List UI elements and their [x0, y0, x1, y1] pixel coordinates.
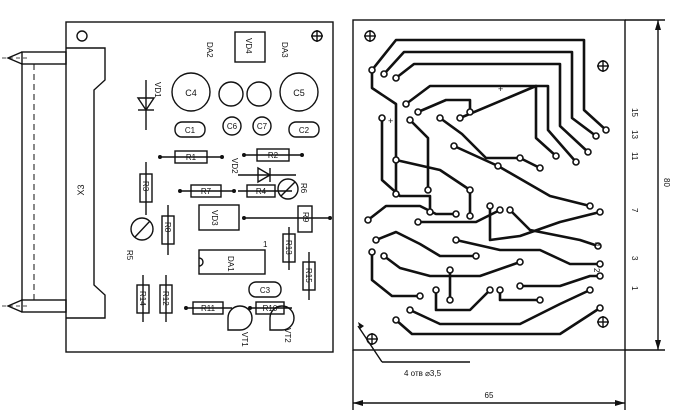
regulator-da2	[218, 81, 244, 107]
pin1-mark: 1	[263, 240, 268, 249]
resistor-r14: R14	[136, 275, 150, 322]
label-vt2: VT2	[283, 328, 292, 343]
pin-label: 3	[630, 256, 639, 261]
resistor-r12: R12	[159, 275, 173, 322]
label-c1: C1	[185, 126, 196, 135]
left-board-outline	[65, 21, 334, 353]
label-vt1: VT1	[240, 332, 249, 347]
dimension-width: 65	[352, 350, 626, 410]
connector-x3: X3	[2, 47, 106, 319]
trimmer-r5: R5	[125, 217, 154, 261]
label-c4: C4	[185, 88, 197, 98]
label-r2: R2	[268, 151, 279, 160]
capacitor-c5: C5	[279, 72, 319, 112]
resistor-r13: R13	[282, 227, 296, 270]
resistor-r9: R9	[244, 205, 330, 233]
label-r8: R8	[163, 222, 172, 233]
regulator-da3	[246, 81, 272, 107]
label-r5: R5	[125, 250, 134, 261]
mounting-hole	[311, 30, 323, 42]
mounting-hole	[366, 333, 378, 345]
resistor-r2: R2	[244, 148, 302, 162]
pin-label: 2	[592, 268, 601, 273]
label-c7: C7	[257, 122, 268, 131]
pin-label: 13	[630, 130, 639, 139]
pin-labels: 15 13 11 7 4 3 2 1	[592, 108, 639, 291]
label-r7: R7	[201, 187, 212, 196]
label-c5: C5	[293, 88, 305, 98]
capacitor-c1: C1	[174, 121, 206, 138]
capacitor-c7: C7	[252, 116, 272, 136]
pin-label: 1	[630, 286, 639, 291]
transistor-vt1: VT1	[227, 305, 253, 347]
dimension-height: 80	[625, 19, 671, 351]
label-da3: DA3	[280, 42, 289, 58]
resistor-r15: R15	[302, 252, 316, 300]
label-vd2: VD2	[230, 158, 239, 174]
mounting-hole	[597, 316, 609, 328]
trimmer-r6: R6	[277, 178, 308, 200]
mounting-hole	[364, 30, 376, 42]
transistor-vt2: VT2	[269, 305, 295, 343]
resistor-r4: R4	[238, 184, 292, 198]
label-vd3: VD3	[210, 210, 219, 226]
label-c2: C2	[299, 126, 310, 135]
label-r12: R12	[161, 291, 170, 306]
transistor-vd3: VD3	[198, 204, 240, 231]
capacitor-c4: C4	[171, 72, 211, 112]
dimension-width-value: 65	[485, 391, 494, 400]
label-r1: R1	[186, 153, 197, 162]
connector-label: X3	[76, 184, 86, 195]
label-r4: R4	[256, 187, 267, 196]
component-side-board: X3 VD1 VD4 DA2 DA3 C4 C5 C1 C6 C7 C2 R	[2, 21, 334, 353]
label-da2: DA2	[205, 42, 214, 58]
capacitor-c2: C2	[288, 121, 320, 138]
chip-vd4: VD4	[234, 31, 266, 63]
label-r11: R11	[201, 304, 216, 313]
resistor-r11: R11	[186, 301, 232, 315]
resistor-r7: R7	[180, 184, 234, 198]
resistor-r8: R8	[161, 205, 175, 255]
plus-mark: +	[388, 116, 393, 126]
right-board-outline	[352, 19, 626, 351]
label-vd4: VD4	[244, 38, 253, 54]
resistor-r3: R3	[139, 162, 153, 215]
left-pads	[158, 153, 332, 310]
label-r3: R3	[141, 181, 150, 192]
pin-label: 15	[630, 108, 639, 117]
pin-label: 11	[630, 152, 639, 161]
label-r13: R13	[284, 240, 293, 255]
copper-pads	[364, 66, 610, 324]
diode-vd1: VD1	[136, 80, 162, 130]
plus-mark: +	[498, 84, 503, 94]
hole-note: 4 отв ⌀3,5	[404, 369, 442, 378]
label-c6: C6	[227, 122, 238, 131]
pin-label: 4	[592, 242, 601, 247]
chip-da1: DA1 1	[198, 240, 268, 275]
label-r9: R9	[301, 212, 310, 223]
copper-side-board: + + 15 13 11 7 4 3 2 1 80	[352, 19, 671, 410]
label-vd1: VD1	[153, 82, 162, 98]
mounting-hole	[76, 30, 88, 42]
label-r6: R6	[299, 183, 308, 194]
label-c3: C3	[260, 286, 271, 295]
copper-traces	[366, 38, 608, 336]
label-r14: R14	[138, 291, 147, 306]
label-da1: DA1	[226, 256, 235, 272]
capacitor-c3: C3	[248, 281, 282, 298]
mounting-hole	[597, 60, 609, 72]
dimension-height-value: 80	[662, 178, 671, 187]
resistor-r1: R1	[160, 150, 222, 164]
diode-vd2: VD2	[230, 158, 296, 184]
label-r15: R15	[304, 268, 313, 283]
pin-label: 7	[630, 208, 639, 213]
label-r10: R10	[263, 304, 278, 313]
capacitor-c6: C6	[222, 116, 242, 136]
hole-callout: 4 отв ⌀3,5	[357, 322, 470, 378]
